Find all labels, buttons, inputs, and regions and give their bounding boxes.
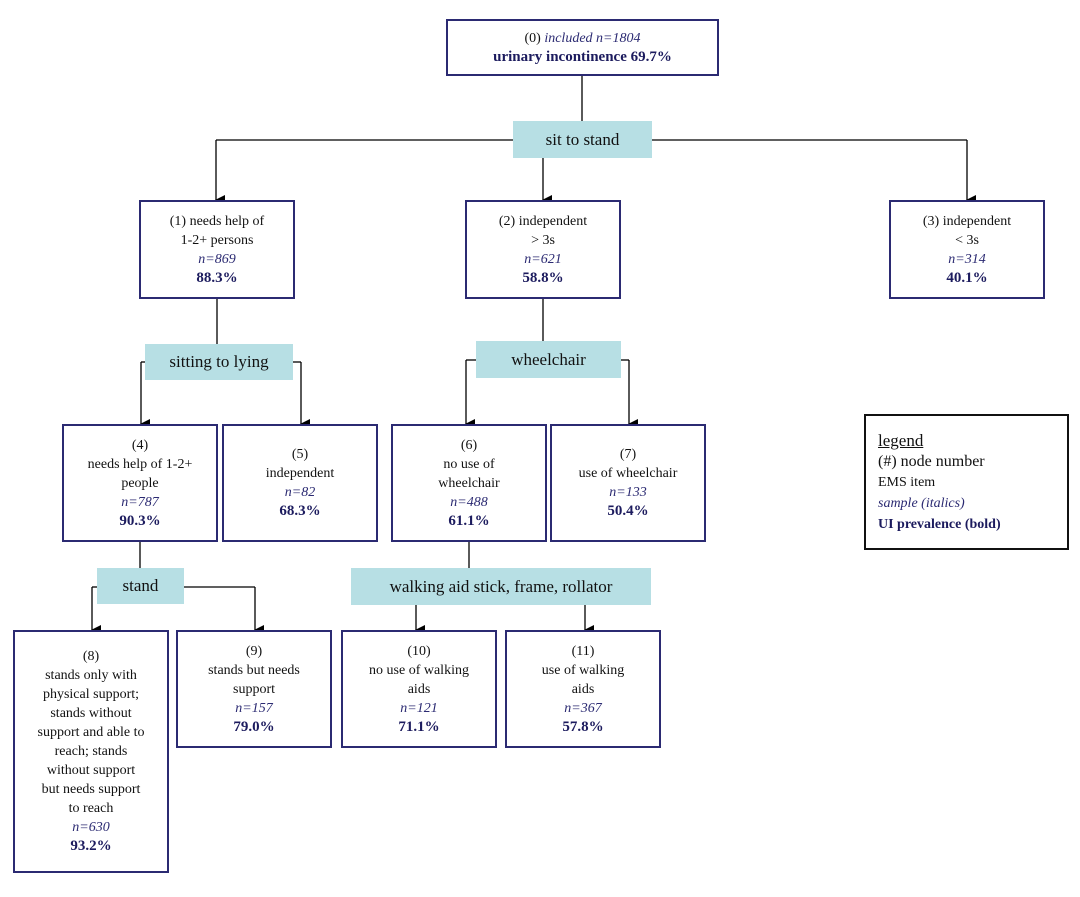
node-6-label-2: wheelchair [438,475,500,491]
node-9-sample: n=157 [235,700,273,716]
node-6-sample: n=488 [450,494,488,510]
node-8-line-3: stands without [50,706,132,721]
node-2-number: (2) [498,213,516,229]
node-8-line-1: stands only with [45,668,137,683]
node-7-sample: n=133 [609,485,647,500]
node-9-label-1: stands but needs [208,662,300,678]
node-6: (6) no use of wheelchair n=488 61.1% [391,424,547,542]
node-9-number: (9) [245,643,263,659]
node-6-prevalence: 61.1% [448,512,490,529]
node-9: (9) stands but needs support n=157 79.0% [176,630,332,748]
node-7: (7) use of wheelchair n=133 50.4% [550,424,706,542]
node-3-label: independent [942,213,1012,229]
node-5-prevalence: 68.3% [279,503,321,519]
item-sitting-to-lying: sitting to lying [145,344,293,380]
node-10: (10) no use of walking aids n=121 71.1% [341,630,497,748]
legend-node-number: (#) node number [878,453,985,470]
node-4-label-1: needs help of 1-2+ [87,456,193,472]
node-9-prevalence: 79.0% [233,718,275,735]
node-8-number: (8) [82,649,100,664]
item-wheelchair: wheelchair [476,341,621,378]
node-10-number: (10) [407,643,431,659]
node-3-sample: n=314 [948,251,986,267]
legend-box: legend (#) node number EMS item sample (… [864,414,1069,550]
node-10-sample: n=121 [400,700,438,716]
node-2-prevalence: 58.8% [522,269,564,286]
node-1-prevalence: 88.3% [196,269,238,286]
legend-sample: sample (italics) [878,496,965,511]
node-1-label: needs help of [189,213,265,229]
node-8: (8) stands only with physical support; s… [13,630,169,873]
node-0-number: (0) [524,30,541,46]
node-0-label: included [544,30,593,46]
node-11-prevalence: 57.8% [562,718,604,735]
node-1-sample: n=869 [198,251,236,267]
node-8-line-7: but needs support [41,782,141,797]
node-8-line-2: physical support; [42,687,140,702]
node-4-prevalence: 90.3% [119,512,161,529]
node-5: (5) independent n=82 68.3% [222,424,378,542]
node-0-prevalence: urinary incontinence 69.7% [493,48,672,65]
node-2-label-2: > 3s [531,232,555,248]
node-0: (0) included n=1804 urinary incontinence… [446,19,719,76]
node-6-label-1: no use of [443,456,495,472]
node-1-line-1: (1) needs help of [170,212,264,231]
node-11-number: (11) [571,643,595,659]
node-4: (4) needs help of 1-2+ people n=787 90.3… [62,424,218,542]
node-2-line-1: (2) independent [499,212,587,231]
node-10-label-1: no use of walking [369,662,469,678]
node-4-number: (4) [131,437,149,453]
node-8-sample: n=630 [72,820,110,835]
node-10-prevalence: 71.1% [398,718,440,735]
item-walking-aid: walking aid stick, frame, rollator [351,568,651,605]
node-10-label-2: aids [407,681,431,697]
node-2: (2) independent > 3s n=621 58.8% [465,200,621,299]
node-3-line-1: (3) independent [923,212,1011,231]
node-3-number: (3) [922,213,940,229]
legend-title: legend [878,431,924,450]
node-1-label-2: 1-2+ persons [180,232,254,248]
node-8-line-5: reach; stands [54,744,128,759]
node-2-sample: n=621 [524,251,562,267]
node-11-label-1: use of walking [541,662,625,678]
node-1-number: (1) [169,213,187,229]
legend-ems-item: EMS item [878,475,936,490]
node-3: (3) independent < 3s n=314 40.1% [889,200,1045,299]
node-7-number: (7) [619,447,637,462]
legend-prevalence: UI prevalence (bold) [878,517,1001,532]
node-11: (11) use of walking aids n=367 57.8% [505,630,661,748]
node-8-line-8: to reach [68,801,114,816]
node-11-label-2: aids [571,681,595,697]
node-0-header: (0) included n=1804 [525,29,641,48]
node-8-line-4: support and able to [37,725,145,740]
node-7-label-1: use of wheelchair [578,466,678,481]
node-5-number: (5) [291,447,309,462]
node-2-label: independent [518,213,588,229]
node-5-sample: n=82 [284,485,316,500]
node-8-prevalence: 93.2% [70,838,112,854]
node-6-number: (6) [460,437,478,453]
node-7-prevalence: 50.4% [607,503,649,519]
node-5-label-1: independent [265,466,335,481]
node-4-label-2: people [121,475,159,491]
node-3-prevalence: 40.1% [946,269,988,286]
node-9-label-2: support [233,681,275,697]
node-4-sample: n=787 [121,494,159,510]
node-8-line-6: without support [46,763,136,778]
node-11-sample: n=367 [564,700,602,716]
item-sit-to-stand: sit to stand [513,121,652,158]
item-stand: stand [97,568,184,604]
node-1: (1) needs help of 1-2+ persons n=869 88.… [139,200,295,299]
node-3-label-2: < 3s [955,232,979,248]
node-0-sample: n=1804 [596,30,641,46]
